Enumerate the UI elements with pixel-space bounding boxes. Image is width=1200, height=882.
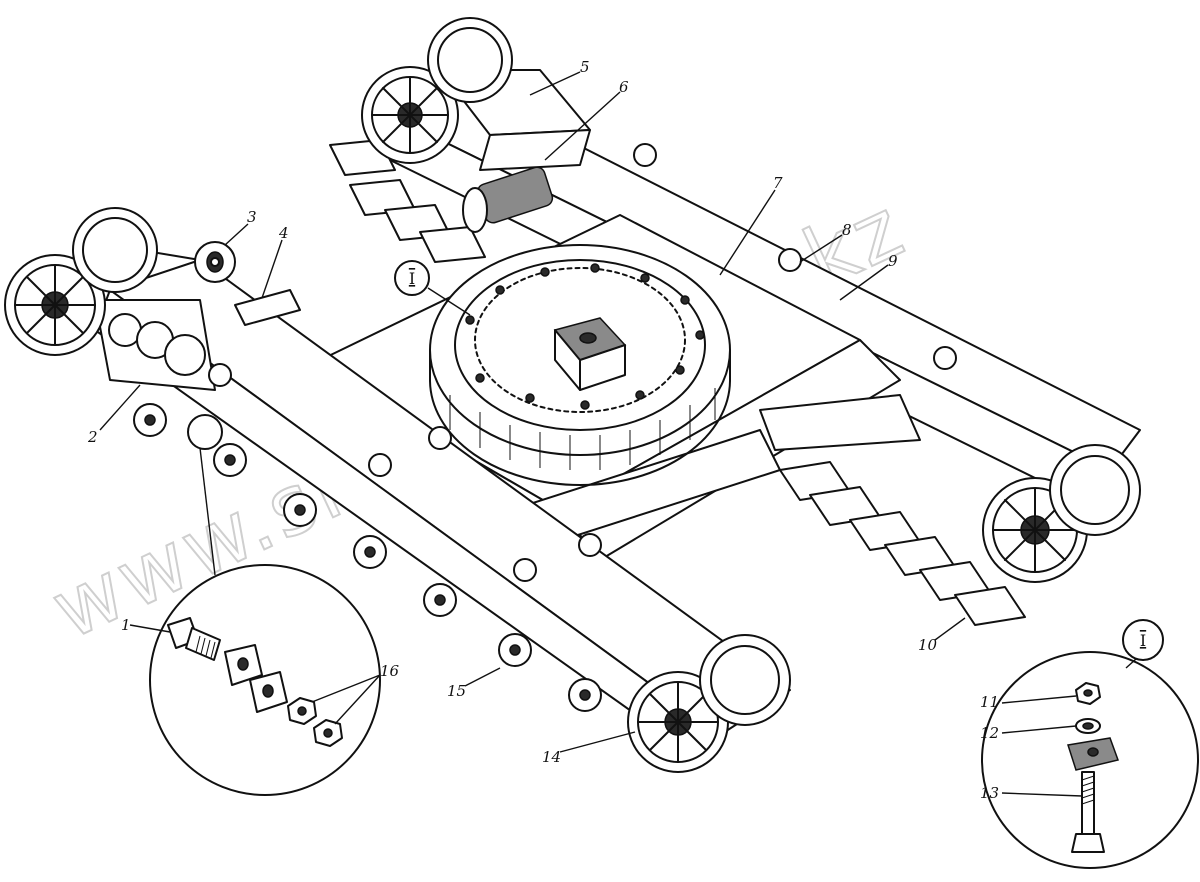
- detail-marker-label: I: [409, 269, 415, 288]
- inset-bolt-assembly: [129, 564, 381, 796]
- callout-16: 16: [380, 662, 400, 680]
- callout-8: 8: [842, 221, 852, 239]
- carrier-rollers-far: [633, 143, 957, 370]
- callout-labels: 1 2 3 4 5 6 7 8 9 10 11 12 13 14 15 16: [87, 58, 999, 802]
- inset-detail-I: I: [981, 619, 1199, 869]
- callout-3: 3: [247, 208, 257, 226]
- bolt-icon: [1071, 771, 1105, 853]
- far-track-shoes: [329, 139, 1026, 626]
- callout-12: 12: [980, 724, 999, 742]
- callout-6: 6: [619, 78, 629, 96]
- sprocket-wheel-front-far: [982, 444, 1141, 583]
- part-3-ring: [194, 241, 236, 283]
- detail-marker-top: I: [394, 260, 471, 316]
- callout-11: 11: [980, 693, 999, 711]
- sprocket-wheel-14: [627, 634, 791, 773]
- slewing-ring-7: [429, 244, 731, 486]
- near-track-frame: [4, 207, 791, 773]
- tensioner-cylinder-6: [462, 166, 554, 233]
- clamp-icon: [1067, 737, 1119, 771]
- washer-icon: [1075, 718, 1101, 734]
- carrier-rollers-near: [208, 363, 602, 582]
- callout-15: 15: [447, 682, 466, 700]
- callout-7: 7: [773, 174, 783, 192]
- callout-13: 13: [980, 784, 999, 802]
- detail-ring-lower: [187, 414, 223, 576]
- track-rollers-15: [133, 403, 602, 712]
- callout-1: 1: [121, 616, 131, 634]
- callout-4: 4: [278, 224, 289, 242]
- sprocket-wheel-rear-near: [4, 207, 158, 356]
- sprocket-wheel-rear-far: [361, 17, 513, 164]
- callout-5: 5: [580, 58, 590, 76]
- nut-icon: [287, 697, 343, 747]
- callout-14: 14: [542, 748, 561, 766]
- leader-lines: [99, 71, 966, 753]
- callout-2: 2: [87, 428, 98, 446]
- callout-9: 9: [888, 252, 898, 270]
- clamp-plate-icon: [224, 644, 288, 713]
- plate-4: [234, 289, 301, 326]
- detail-marker-inset-label: I: [1140, 631, 1146, 650]
- bolt-icon: [167, 617, 221, 661]
- nut-icon: [1075, 682, 1101, 705]
- callout-10: 10: [918, 636, 938, 654]
